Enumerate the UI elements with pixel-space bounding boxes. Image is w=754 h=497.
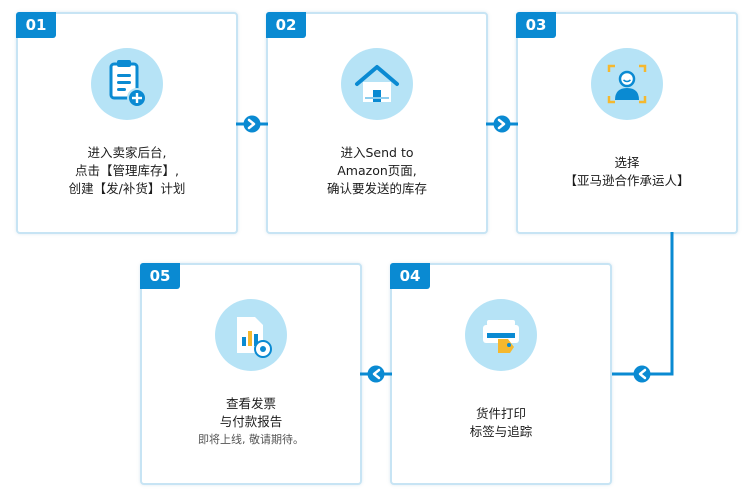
step-card-03: 03 选择 【亚马逊合作承运人】 xyxy=(516,12,738,234)
connector-01-02 xyxy=(236,115,268,133)
step-description: 查看发票 与付款报告 即将上线, 敬请期待。 xyxy=(142,395,360,449)
step-number-badge: 01 xyxy=(16,12,56,38)
step-number-badge: 05 xyxy=(140,263,180,289)
step-number-badge: 02 xyxy=(266,12,306,38)
house-icon xyxy=(341,48,413,120)
step-text-line: 货件打印 xyxy=(475,406,526,421)
step-text-line: 【亚马逊合作承运人】 xyxy=(564,173,690,188)
step-description: 进入Send to Amazon页面, 确认要发送的库存 xyxy=(268,144,486,198)
coming-soon-note: 即将上线, 敬请期待。 xyxy=(198,433,304,446)
step-number-badge: 03 xyxy=(516,12,556,38)
connector-03-04 xyxy=(612,232,674,383)
step-card-04: 04 货件打印 标签与追踪 xyxy=(390,263,612,485)
step-description: 进入卖家后台, 点击【管理库存】, 创建【发/补货】计划 xyxy=(18,144,236,198)
step-description: 选择 【亚马逊合作承运人】 xyxy=(518,154,736,190)
step-text-line: 确认要发送的库存 xyxy=(326,181,427,196)
connector-02-03 xyxy=(486,115,518,133)
step-text-line: 选择 xyxy=(614,155,640,170)
step-description: 货件打印 标签与追踪 xyxy=(392,405,610,441)
step-card-02: 02 进入Send to Amazon页面, 确认要发送的库存 xyxy=(266,12,488,234)
step-card-05: 05 查看发票 与付款报告 即将上线, 敬请期待。 xyxy=(140,263,362,485)
step-text-line: 与付款报告 xyxy=(219,414,283,429)
step-text-line: 进入卖家后台, xyxy=(87,145,167,160)
step-text-line: 查看发票 xyxy=(225,396,276,411)
clipboard-plus-icon xyxy=(91,48,163,120)
connector-04-05 xyxy=(360,365,392,383)
step-card-01: 01 进入卖家后台, 点击【管理库存】, 创建【发/补货】计划 xyxy=(16,12,238,234)
report-chart-icon xyxy=(215,299,287,371)
label-printer-icon xyxy=(465,299,537,371)
step-text-line: 点击【管理库存】, xyxy=(75,163,179,178)
person-scan-icon xyxy=(591,48,663,120)
step-text-line: 创建【发/补货】计划 xyxy=(68,181,186,196)
step-text-line: 进入Send to xyxy=(340,145,414,160)
step-number-badge: 04 xyxy=(390,263,430,289)
step-text-line: 标签与追踪 xyxy=(469,424,533,439)
step-text-line: Amazon页面, xyxy=(337,163,417,178)
